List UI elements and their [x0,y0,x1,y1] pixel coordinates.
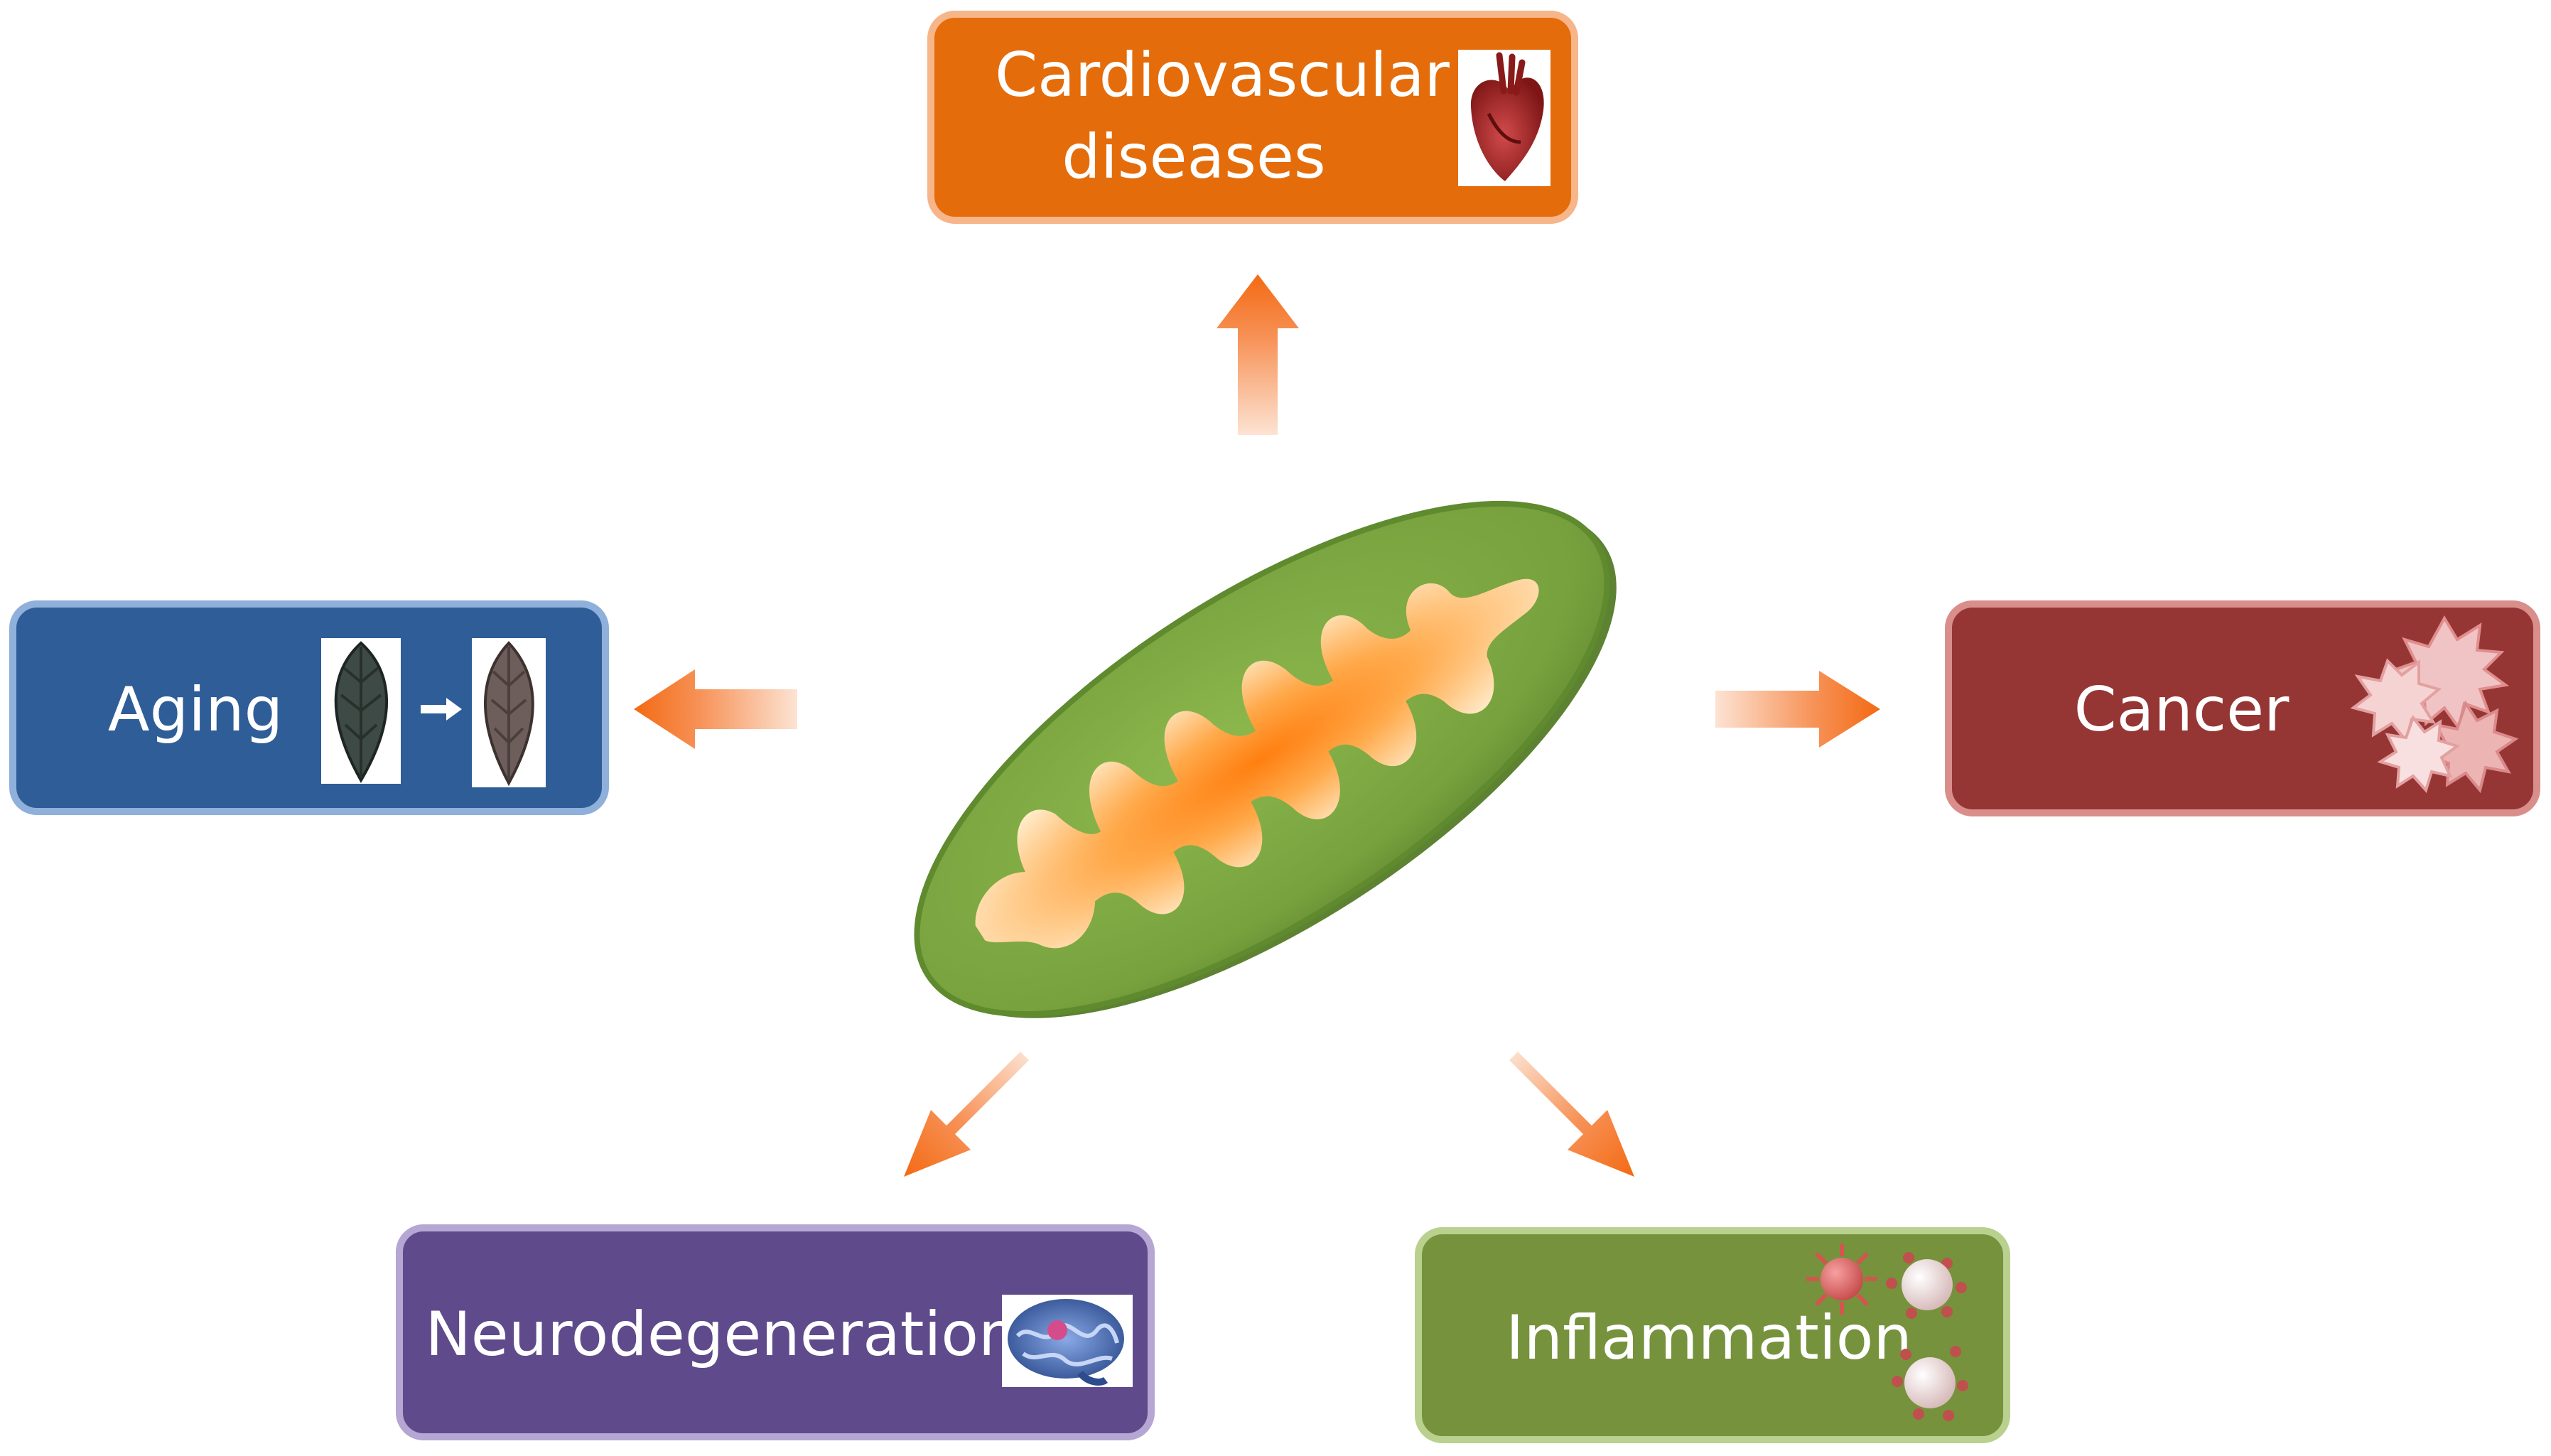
aging-box: Aging [9,600,609,815]
cardiovascular-label-line1: Cardiovascular [995,40,1450,111]
inflammation-box: Inflammation [1415,1227,2010,1443]
arrow-left [634,669,797,749]
heart-icon [1458,50,1550,186]
cancer-box: Cancer [1945,600,2540,816]
arrow-right [1715,671,1880,748]
aging-label: Aging [108,674,283,745]
brain-icon [1002,1295,1133,1387]
cardiovascular-label-line2: diseases [1062,122,1325,193]
immune-cells-icon [1806,1244,1968,1421]
cancer-cell-icon [2350,615,2519,794]
cancer-label: Cancer [2074,674,2290,745]
arrow-up [1217,274,1299,435]
arrow-down-right [1509,1052,1634,1177]
mitochondrion-icon [914,500,1617,1018]
arrow-down-left [904,1052,1029,1177]
neurodegeneration-label: Neurodegeneration [425,1299,1017,1370]
inflammation-label: Inflammation [1506,1303,1912,1374]
leaf-aging-icon [321,638,546,787]
cardiovascular-box: Cardiovascular diseases [927,11,1578,224]
neurodegeneration-box: Neurodegeneration [396,1224,1155,1440]
